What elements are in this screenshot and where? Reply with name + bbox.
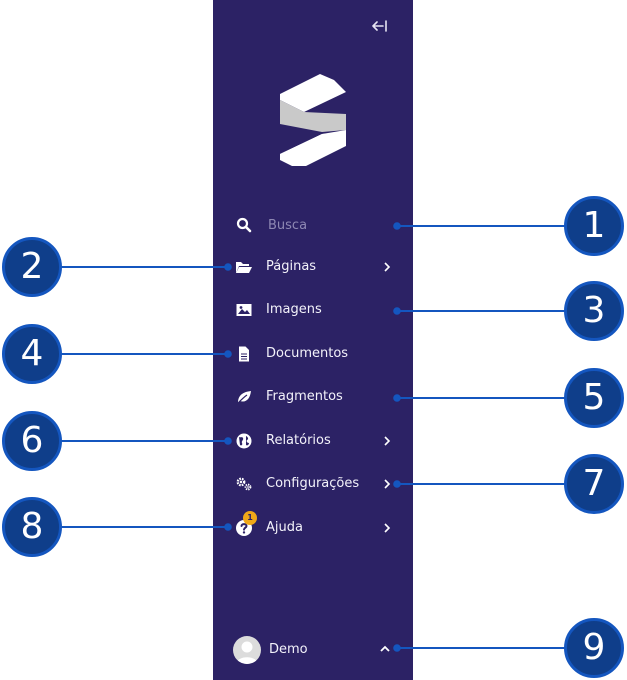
sidebar-item-label: Ajuda bbox=[266, 520, 303, 535]
sidebar-item-label: Relatórios bbox=[266, 433, 331, 448]
chevron-up-icon bbox=[380, 645, 390, 652]
sidebar-item-label: Configurações bbox=[266, 476, 360, 491]
callout-2: 2 bbox=[2, 237, 62, 297]
sidebar-item-label: Fragmentos bbox=[266, 389, 343, 404]
callout-6: 6 bbox=[2, 411, 62, 471]
sidebar-item-settings[interactable]: Configurações bbox=[213, 466, 413, 502]
document-icon bbox=[239, 346, 249, 362]
callout-3: 3 bbox=[564, 281, 624, 341]
callout-8: 8 bbox=[2, 497, 62, 557]
callout-9: 9 bbox=[564, 618, 624, 678]
chevron-right-icon bbox=[384, 523, 391, 533]
chevron-right-icon bbox=[384, 436, 391, 446]
user-name: Demo bbox=[269, 642, 308, 657]
account-menu[interactable]: Demo bbox=[213, 630, 413, 670]
sidebar-item-label: Páginas bbox=[266, 259, 317, 274]
wagtail-logo bbox=[280, 74, 346, 166]
sidebar-item-snippets[interactable]: Fragmentos bbox=[213, 379, 413, 415]
image-icon bbox=[236, 304, 252, 316]
user-icon bbox=[236, 641, 258, 664]
callout-5: 5 bbox=[564, 368, 624, 428]
search-placeholder: Busca bbox=[268, 218, 308, 233]
sidebar-item-help[interactable]: 1 Ajuda bbox=[213, 510, 413, 546]
notification-badge: 1 bbox=[243, 511, 257, 525]
sidebar-item-pages[interactable]: Páginas bbox=[213, 249, 413, 285]
globe-icon bbox=[236, 433, 252, 449]
sidebar-item-label: Documentos bbox=[266, 346, 349, 361]
callout-4: 4 bbox=[2, 324, 62, 384]
sidebar-item-reports[interactable]: Relatórios bbox=[213, 423, 413, 459]
search-field[interactable]: Busca bbox=[213, 207, 413, 243]
collapse-sidebar-button[interactable] bbox=[369, 16, 391, 36]
sidebar-item-images[interactable]: Imagens bbox=[213, 292, 413, 328]
search-icon bbox=[236, 217, 252, 233]
chevron-right-icon bbox=[384, 479, 391, 489]
callout-7: 7 bbox=[564, 454, 624, 514]
sidebar-item-label: Imagens bbox=[266, 302, 322, 317]
cogs-icon bbox=[236, 477, 252, 491]
leaf-icon bbox=[236, 391, 251, 405]
collapse-arrow-icon bbox=[372, 20, 387, 32]
avatar bbox=[233, 636, 261, 664]
folder-open-icon bbox=[236, 262, 252, 273]
callout-1: 1 bbox=[564, 196, 624, 256]
sidebar-item-documents[interactable]: Documentos bbox=[213, 336, 413, 372]
chevron-right-icon bbox=[384, 262, 391, 272]
